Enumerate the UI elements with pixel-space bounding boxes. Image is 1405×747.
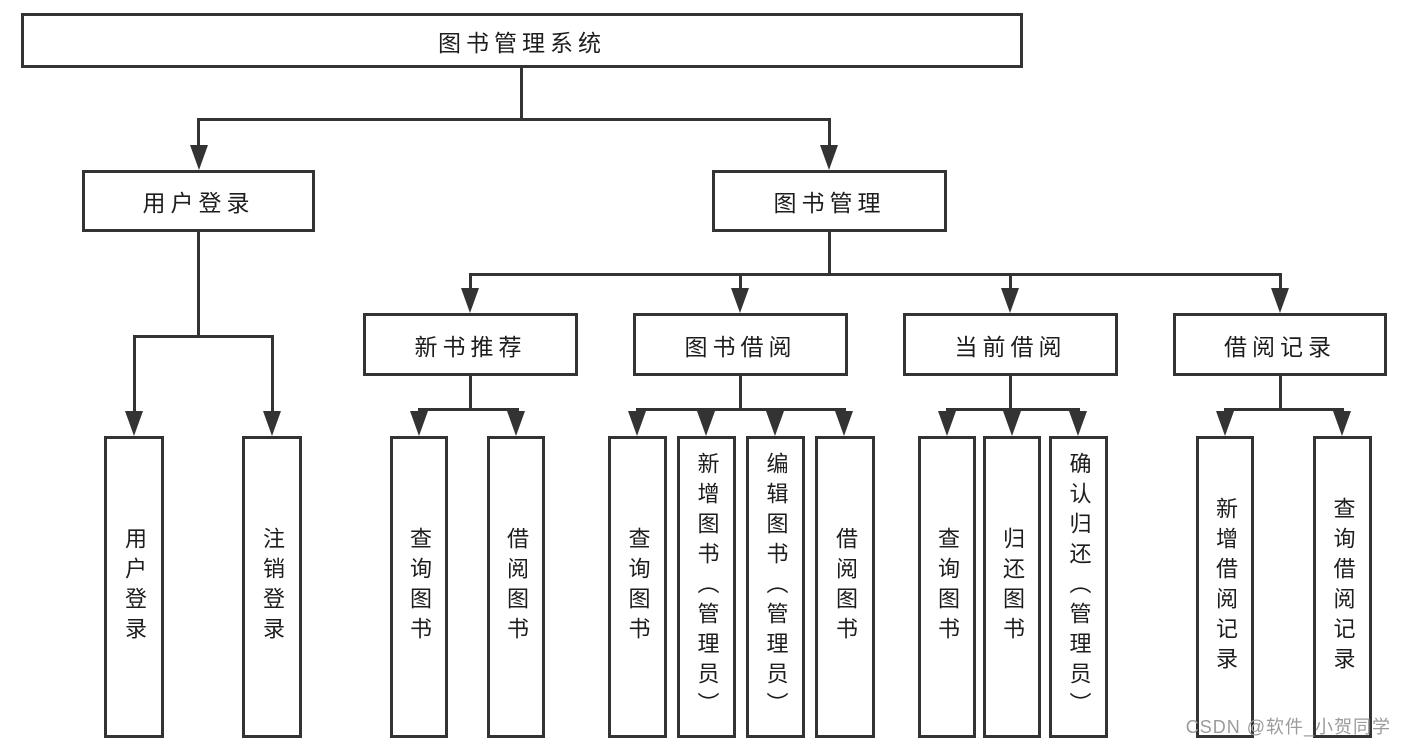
node-leaf-borrow-books-2: 借阅图书	[815, 436, 875, 738]
leaf-label: 借阅图书	[504, 527, 529, 647]
node-leaf-user-login: 用户登录	[104, 436, 164, 738]
arrow-down-icon	[190, 145, 208, 170]
leaf-label: 编辑图书（管理员）	[763, 452, 789, 722]
arrow-down-icon	[697, 411, 715, 436]
node-leaf-add-books-admin: 新增图书（管理员）	[677, 436, 736, 738]
connector-line	[197, 118, 200, 147]
leaf-label: 确认归还（管理员）	[1066, 452, 1092, 722]
connector-line	[1279, 376, 1282, 411]
node-book-management-label: 图书管理	[773, 190, 886, 216]
node-book-management: 图书管理	[712, 170, 947, 232]
connector-line	[739, 376, 742, 411]
connector-line	[133, 335, 136, 413]
node-root: 图书管理系统	[21, 13, 1023, 68]
node-new-book-recommend: 新书推荐	[363, 313, 578, 376]
connector-line	[828, 232, 831, 276]
connector-line	[636, 408, 846, 411]
connector-line	[469, 376, 472, 411]
leaf-label: 查询图书	[625, 527, 651, 647]
arrow-down-icon	[1003, 411, 1021, 436]
leaf-label: 用户登录	[122, 527, 147, 647]
leaf-label: 注销登录	[260, 527, 285, 647]
connector-line	[946, 408, 1080, 411]
node-leaf-add-borrow-record: 新增借阅记录	[1196, 436, 1254, 738]
arrow-down-icon	[1216, 411, 1234, 436]
connector-line	[739, 273, 742, 291]
connector-line	[1009, 376, 1012, 411]
leaf-label: 归还图书	[1000, 527, 1025, 647]
arrow-down-icon	[628, 411, 646, 436]
leaf-label: 新增图书（管理员）	[694, 452, 720, 722]
node-new-book-recommend-label: 新书推荐	[414, 333, 527, 360]
node-current-borrow: 当前借阅	[903, 313, 1118, 376]
node-leaf-confirm-return-admin: 确认归还（管理员）	[1049, 436, 1108, 738]
connector-line	[828, 118, 831, 147]
connector-line	[469, 273, 472, 291]
node-leaf-edit-books-admin: 编辑图书（管理员）	[746, 436, 805, 738]
node-user-login: 用户登录	[82, 170, 315, 232]
leaf-label: 查询借阅记录	[1330, 497, 1356, 677]
node-borrow-records: 借阅记录	[1173, 313, 1387, 376]
arrow-down-icon	[1271, 288, 1289, 313]
connector-line	[271, 335, 274, 413]
watermark: CSDN @软件_小贺同学	[1185, 717, 1391, 737]
node-leaf-query-books-2: 查询图书	[608, 436, 667, 738]
node-leaf-borrow-books-1: 借阅图书	[487, 436, 545, 738]
node-leaf-query-borrow-record: 查询借阅记录	[1313, 436, 1372, 738]
connector-line	[469, 273, 1282, 276]
node-user-login-label: 用户登录	[142, 190, 255, 216]
arrow-down-icon	[835, 411, 853, 436]
node-book-borrow-label: 图书借阅	[684, 333, 797, 360]
leaf-label: 借阅图书	[833, 527, 858, 647]
node-leaf-logout: 注销登录	[242, 436, 302, 738]
node-book-borrow: 图书借阅	[633, 313, 848, 376]
connector-line	[418, 408, 519, 411]
connector-line	[1279, 273, 1282, 291]
arrow-down-icon	[1333, 411, 1351, 436]
arrow-down-icon	[410, 411, 428, 436]
connector-line	[1224, 408, 1344, 411]
arrow-down-icon	[766, 411, 784, 436]
arrow-down-icon	[938, 411, 956, 436]
node-root-label: 图书管理系统	[438, 29, 606, 56]
arrow-down-icon	[507, 411, 525, 436]
connector-line	[1009, 273, 1012, 291]
arrow-down-icon	[1001, 288, 1019, 313]
arrow-down-icon	[820, 145, 838, 170]
arrow-down-icon	[461, 288, 479, 313]
node-leaf-query-books-1: 查询图书	[390, 436, 448, 738]
connector-line	[197, 118, 831, 121]
node-borrow-records-label: 借阅记录	[1224, 333, 1336, 360]
arrow-down-icon	[263, 411, 281, 436]
leaf-label: 查询图书	[407, 527, 432, 647]
node-current-borrow-label: 当前借阅	[954, 333, 1067, 360]
node-leaf-return-books: 归还图书	[983, 436, 1041, 738]
leaf-label: 查询图书	[935, 527, 960, 647]
connector-line	[197, 232, 200, 338]
connector-line	[133, 335, 274, 338]
node-leaf-query-books-3: 查询图书	[918, 436, 976, 738]
arrow-down-icon	[731, 288, 749, 313]
arrow-down-icon	[1069, 411, 1087, 436]
leaf-label: 新增借阅记录	[1213, 497, 1238, 677]
connector-line	[520, 68, 523, 121]
arrow-down-icon	[125, 411, 143, 436]
